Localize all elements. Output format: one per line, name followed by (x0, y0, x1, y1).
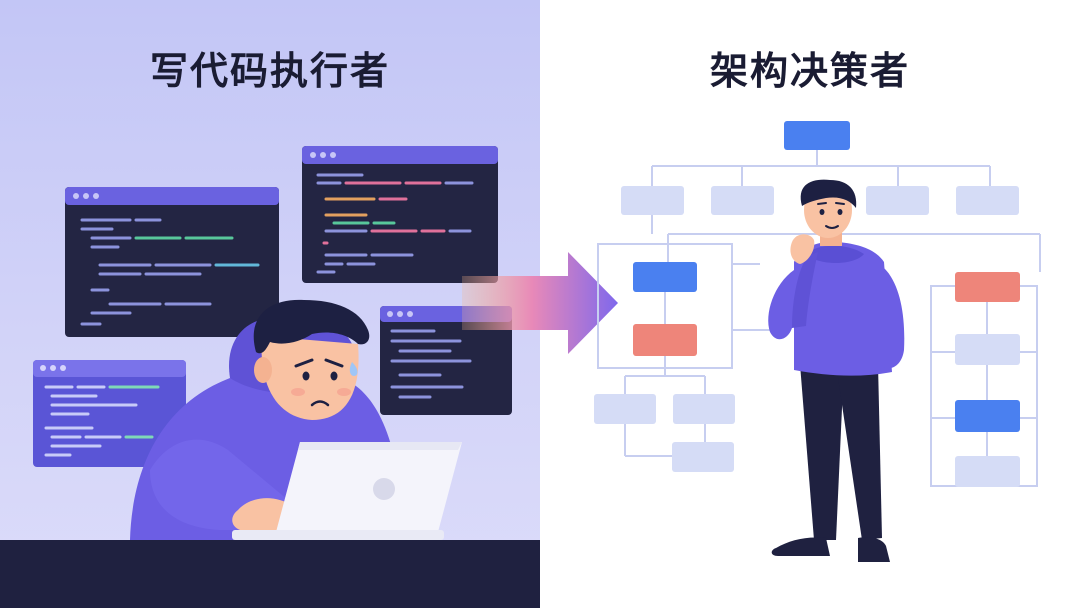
code-window (302, 146, 498, 283)
code-window (33, 360, 186, 467)
desk-band (0, 540, 540, 608)
right-title: 架构决策者 (709, 49, 910, 93)
laptop-logo-icon (373, 478, 395, 500)
arrow-right-icon (462, 252, 618, 354)
code-window (65, 187, 279, 337)
thinking-architect (768, 179, 905, 562)
diagram-nodes (594, 121, 1020, 487)
left-title: 写代码执行者 (149, 49, 390, 93)
laptop (232, 442, 462, 540)
